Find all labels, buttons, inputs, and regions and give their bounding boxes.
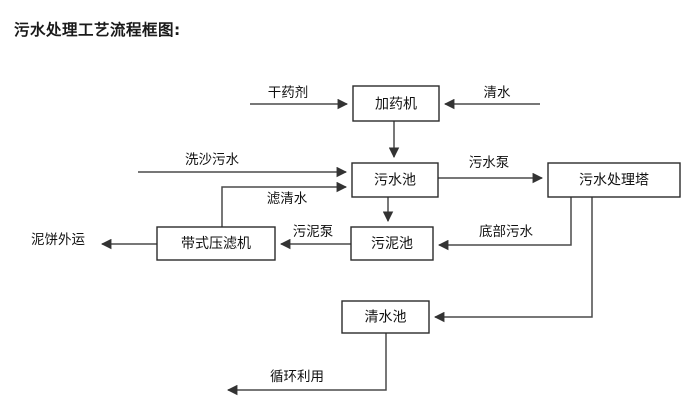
node-belt-filter-press-rect [156, 226, 276, 261]
node-dosing-machine-label: 加药机 [375, 97, 417, 113]
edge-label-filtrate-water: 滤清水 [267, 191, 308, 207]
edge-tower-to-sludge-pool [437, 197, 572, 251]
edge-label-mud-cake-out: 泥饼外运 [31, 232, 85, 248]
node-clear-water-pool-rect [341, 300, 430, 334]
page-title: 污水处理工艺流程框图: [14, 21, 181, 39]
edge-label-sewage-pump: 污水泵 [469, 155, 510, 171]
node-belt-filter-press-label: 带式压滤机 [181, 236, 251, 252]
node-sludge-pool-rect [350, 226, 434, 261]
edge-filtrate-to-sewage-pool [221, 181, 348, 227]
node-sewage-pool-rect [351, 162, 439, 198]
node-treatment-tower-label: 污水处理塔 [579, 173, 649, 189]
node-dosing-machine-rect [352, 85, 440, 122]
node-treatment-tower-rect [547, 162, 681, 198]
node-belt-filter-press[interactable]: 带式压滤机 [156, 226, 276, 261]
edge-label-sand-wash-water: 洗沙污水 [185, 152, 239, 168]
node-clear-water-pool[interactable]: 清水池 [341, 300, 430, 334]
edge-clear-water-pool-to-recycle [226, 333, 387, 396]
node-sludge-pool-label: 污泥池 [371, 236, 413, 252]
node-sludge-pool[interactable]: 污泥池 [350, 226, 434, 261]
edge-label-dry-chemical: 干药剂 [268, 85, 309, 101]
node-clear-water-pool-label: 清水池 [365, 310, 407, 326]
edge-label-sludge-pump: 污泥泵 [293, 224, 334, 240]
node-dosing-machine[interactable]: 加药机 [352, 85, 440, 122]
edge-label-bottom-sewage: 底部污水 [479, 224, 533, 240]
node-treatment-tower[interactable]: 污水处理塔 [547, 162, 681, 198]
edge-label-recycle-reuse: 循环利用 [270, 369, 324, 385]
edge-label-clean-water: 清水 [484, 85, 511, 101]
node-sewage-pool-label: 污水池 [374, 173, 416, 189]
node-sewage-pool[interactable]: 污水池 [351, 162, 439, 198]
edge-tower-to-clear-water-pool [433, 197, 593, 323]
